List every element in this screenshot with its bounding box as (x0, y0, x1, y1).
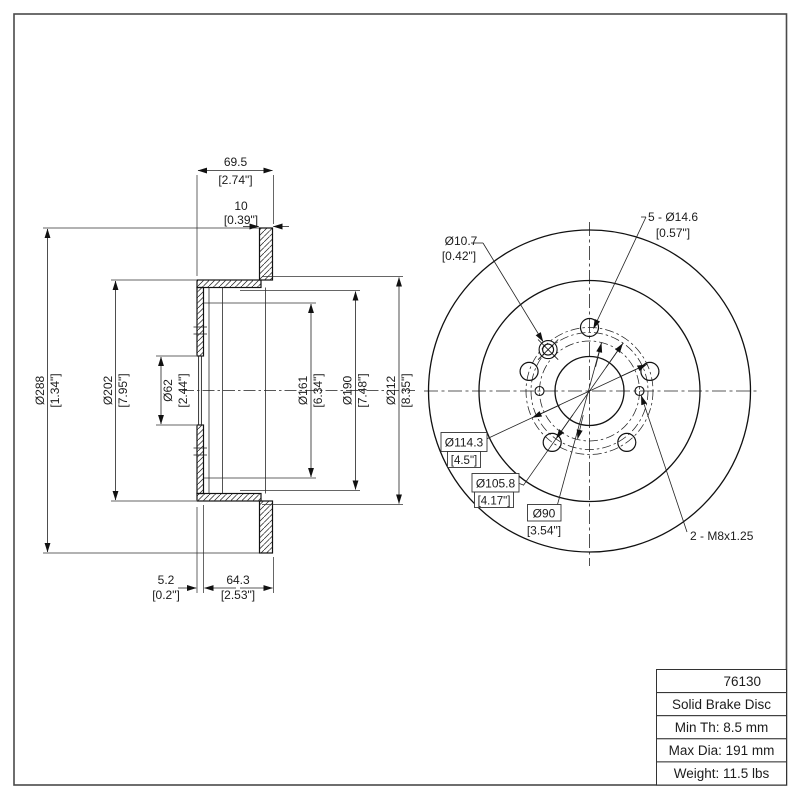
title-block: 76130 Solid Brake Disc Min Th: 8.5 mm Ma… (656, 669, 787, 786)
leader-lines (471, 216, 688, 533)
page-border-frame (13, 13, 788, 786)
weight: Weight: 11.5 lbs (674, 766, 770, 781)
dim-plate-thickness-mm: 5.2 (158, 573, 175, 587)
dim-center-bore-in: [2.44"] (176, 373, 190, 407)
dim-center-bore-mm: Ø62 (161, 379, 175, 402)
dim-plate-thickness-in: [0.2"] (152, 588, 180, 602)
front-view: Ø10.7 [0.42"] 5 - Ø14.6 [0.57"] 2 - M8x1… (424, 210, 757, 566)
pilot-hole (537, 339, 559, 360)
dim-hat-diameter-mm: Ø202 (101, 375, 115, 405)
part-number: 76130 (723, 674, 761, 689)
label-lug-holes-mm: 5 - Ø14.6 (648, 210, 698, 224)
dim-hat-depth-in: [2.53"] (221, 588, 255, 602)
dim-disc-thickness-mm: 10 (234, 199, 248, 213)
label-service-circle-in: [3.54"] (527, 524, 561, 538)
label-pilot-circle-mm: Ø105.8 (476, 477, 516, 491)
dim-outer-diameter-in: [1.34"] (48, 373, 62, 407)
dim-disc-thickness-in: [0.39"] (224, 213, 258, 227)
center-bore-circle (554, 355, 625, 427)
bolt-circles (525, 327, 654, 455)
boxed-labels: Ø114.3 [4.5"] Ø105.8 [4.17"] Ø90 [3.54"] (440, 432, 562, 538)
label-pilot-circle-in: [4.17"] (478, 496, 511, 508)
min-thickness: Min Th: 8.5 mm (675, 720, 769, 735)
hatched-cut-areas (196, 227, 274, 554)
service-thread-holes (534, 385, 645, 397)
label-pilot-hole-in: [0.42"] (442, 249, 476, 263)
dim-inner-dia-161-mm: Ø161 (296, 375, 310, 405)
outer-diameter-circle (427, 229, 752, 553)
product-type: Solid Brake Disc (672, 697, 771, 712)
title-block-row-weight (656, 761, 787, 786)
label-service-circle-mm: Ø90 (533, 507, 556, 521)
title-block-row-part-number (656, 669, 787, 694)
section-view: 69.5 [2.74"] 10 [0.39"] 5.2 [0.2"] 64.3 … (33, 155, 415, 602)
dim-inner-dia-212-mm: Ø212 (384, 375, 398, 405)
dim-hat-depth-mm: 64.3 (226, 573, 250, 587)
label-service-thread: 2 - M8x1.25 (690, 529, 754, 543)
label-pilot-hole-mm: Ø10.7 (445, 234, 478, 248)
dim-inner-dia-190-mm: Ø190 (341, 375, 355, 405)
dimension-lines (44, 167, 402, 591)
dim-total-width-mm: 69.5 (224, 155, 248, 169)
lug-bolt-holes (519, 317, 660, 452)
dim-outer-diameter-mm: Ø288 (33, 375, 47, 405)
front-dimension-lines (485, 342, 648, 511)
dim-hat-diameter-in: [7.95"] (116, 373, 130, 407)
max-diameter: Max Dia: 191 mm (669, 743, 775, 758)
disc-circles (427, 229, 752, 553)
label-bolt-circle-in: [4.5"] (451, 455, 477, 467)
interior-edges (208, 287, 266, 494)
dim-inner-dia-190-in: [7.48"] (356, 373, 370, 407)
lug-hole-marks (193, 326, 207, 456)
hat-circle (478, 279, 701, 503)
label-lug-holes-in: [0.57"] (656, 226, 690, 240)
dim-inner-dia-161-in: [6.34"] (311, 373, 325, 407)
extension-lines (43, 175, 403, 593)
dim-total-width-in: [2.74"] (218, 173, 252, 187)
label-bolt-circle-mm: Ø114.3 (445, 436, 484, 450)
dim-inner-dia-212-in: [8.35"] (399, 373, 413, 407)
front-centerlines (424, 222, 757, 566)
